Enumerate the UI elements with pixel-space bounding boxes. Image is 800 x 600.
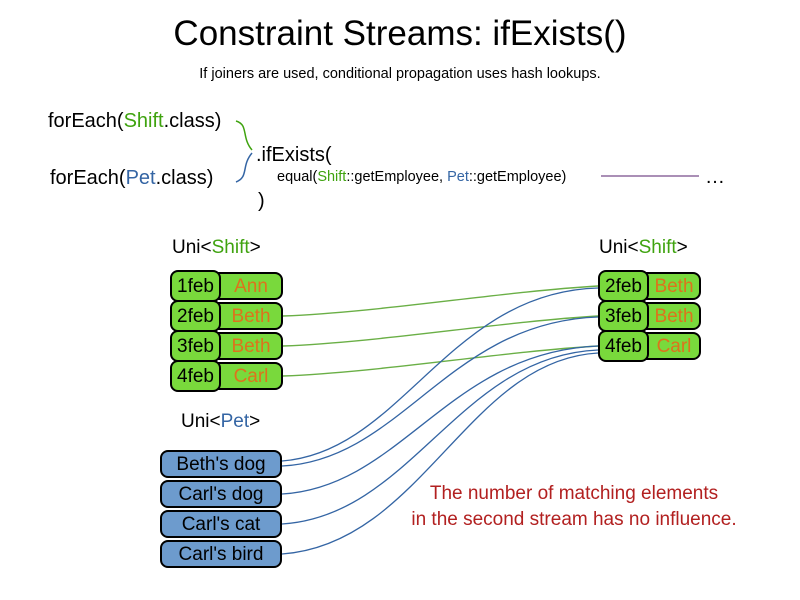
- date-cell: 2feb: [598, 270, 649, 302]
- pet-line-bethsdog-3feb: [281, 316, 599, 467]
- shift-row-3feb-beth: 3feb Beth: [170, 330, 283, 362]
- date-cell: 4feb: [170, 360, 221, 392]
- employee-cell: Beth: [654, 275, 694, 297]
- code-ellipsis: …: [705, 166, 725, 188]
- shift-row-4feb-carl: 4feb Carl: [598, 330, 701, 362]
- code-text: equal(: [277, 169, 318, 185]
- code-equal-joiner: equal(Shift::getEmployee, Pet::getEmploy…: [277, 169, 566, 185]
- code-text: ::getEmployee): [468, 169, 567, 185]
- employee-cell: Beth: [654, 305, 694, 327]
- shift-class-token: Shift: [123, 110, 164, 132]
- uni-pet-label: Uni<Pet>: [181, 411, 260, 433]
- label-text: Uni<: [172, 237, 212, 258]
- code-text: forEach(: [50, 167, 126, 189]
- shift-type-token: Shift: [638, 237, 677, 258]
- label-text: Uni<: [181, 411, 221, 432]
- code-close-paren: ): [258, 190, 265, 212]
- date-cell: 3feb: [170, 330, 221, 362]
- pet-type-token: Pet: [220, 411, 250, 432]
- brace-lower-blue: [235, 152, 253, 183]
- date-cell: 4feb: [598, 330, 649, 362]
- match-line-2feb: [282, 285, 599, 317]
- pet-token: Pet: [447, 169, 469, 185]
- employee-cell: Beth: [231, 305, 271, 327]
- match-line-3feb: [282, 315, 599, 347]
- employee-cell: Carl: [233, 365, 269, 387]
- pet-row-carls-cat: Carl's cat: [160, 510, 282, 538]
- label-text: Uni<: [599, 237, 639, 258]
- shift-row-4feb-carl: 4feb Carl: [170, 360, 283, 392]
- pet-row-carls-bird: Carl's bird: [160, 540, 282, 568]
- page-subtitle: If joiners are used, conditional propaga…: [199, 66, 601, 82]
- code-ifexists: .ifExists(: [256, 144, 332, 166]
- label-text: >: [676, 237, 688, 258]
- brace-upper-green: [235, 120, 253, 151]
- label-text: >: [249, 237, 261, 258]
- note-text: The number of matching elements in the s…: [386, 481, 762, 533]
- code-foreach-shift: forEach(Shift.class): [48, 110, 221, 133]
- employee-cell: Ann: [234, 275, 268, 297]
- date-cell: 3feb: [598, 300, 649, 332]
- code-text: .class): [163, 110, 222, 132]
- shift-type-token: Shift: [211, 237, 250, 258]
- note-line-2: in the second stream has no influence.: [411, 509, 737, 530]
- note-line-1: The number of matching elements: [429, 483, 719, 504]
- shift-row-3feb-beth: 3feb Beth: [598, 300, 701, 332]
- left-uni-shift-label: Uni<Shift>: [172, 237, 261, 259]
- match-line-4feb: [282, 345, 599, 377]
- code-foreach-pet: forEach(Pet.class): [50, 167, 213, 190]
- shift-row-2feb-beth: 2feb Beth: [598, 270, 701, 302]
- date-cell: 2feb: [170, 300, 221, 332]
- pet-row-carls-dog: Carl's dog: [160, 480, 282, 508]
- code-text: forEach(: [48, 110, 124, 132]
- pet-line-bethsdog-2feb: [281, 287, 599, 462]
- label-text: >: [249, 411, 261, 432]
- employee-cell: Beth: [231, 335, 271, 357]
- employee-cell: Carl: [656, 335, 692, 357]
- code-text: .class): [155, 167, 214, 189]
- shift-row-1feb-ann: 1feb Ann: [170, 270, 283, 302]
- pet-row-beths-dog: Beth's dog: [160, 450, 282, 478]
- pet-line-carlsdog-4feb: [281, 345, 599, 495]
- shift-token: Shift: [317, 169, 347, 185]
- shift-row-2feb-beth: 2feb Beth: [170, 300, 283, 332]
- date-cell: 1feb: [170, 270, 221, 302]
- right-uni-shift-label: Uni<Shift>: [599, 237, 688, 259]
- code-text: ::getEmployee,: [346, 169, 448, 185]
- pet-class-token: Pet: [125, 167, 156, 189]
- page-title: Constraint Streams: ifExists(): [173, 14, 627, 53]
